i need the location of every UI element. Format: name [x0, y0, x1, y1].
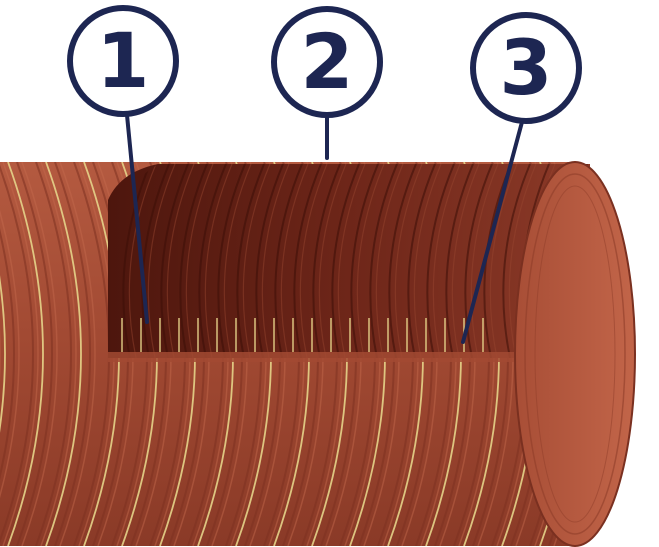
inner-rib [388, 164, 417, 358]
wire-strand [7, 162, 44, 546]
cut-edge-wire-ends [121, 318, 484, 352]
inner-rib [160, 164, 189, 358]
inner-rib-highlight [147, 164, 176, 358]
inner-rib [274, 164, 303, 358]
callout-3: 3 [461, 12, 582, 344]
inner-rib-highlight [204, 164, 233, 358]
inner-rib-highlight [337, 164, 366, 358]
outer-rib [35, 162, 72, 546]
inner-rib [293, 164, 322, 358]
callout-label-2: 2 [301, 17, 354, 106]
inner-rib-highlight [394, 164, 423, 358]
inner-rib [179, 164, 208, 358]
outer-rib [16, 162, 53, 546]
inner-rib [255, 164, 284, 358]
inner-rib-highlight [432, 164, 461, 358]
inner-rib-highlight [280, 164, 309, 358]
outer-rib-highlight [59, 162, 96, 546]
inner-rib [312, 164, 341, 358]
inner-rib [122, 164, 151, 358]
inner-rib-highlight [508, 164, 537, 358]
cutaway-window [108, 164, 590, 362]
inner-rib [141, 164, 170, 358]
inner-rib-highlight [185, 164, 214, 358]
wire-strand [0, 162, 6, 546]
inner-rib [350, 164, 379, 358]
outer-rib-highlight [40, 162, 77, 546]
inner-rib [198, 164, 227, 358]
inner-rib [426, 164, 455, 358]
inner-rib-highlight [223, 164, 252, 358]
inner-rib-highlight [261, 164, 290, 358]
inner-rib [331, 164, 360, 358]
callout-label-1: 1 [97, 16, 150, 105]
outer-rib [0, 162, 34, 546]
outer-rib-highlight [0, 162, 20, 546]
inner-rib-highlight [375, 164, 404, 358]
hose-open-end [514, 161, 636, 547]
inner-rib-highlight [242, 164, 271, 358]
wire-strand [45, 162, 82, 546]
callout-1: 1 [67, 5, 179, 324]
inner-rib-highlight [451, 164, 480, 358]
inner-rib [445, 164, 474, 358]
outer-rib-highlight [2, 162, 39, 546]
inner-rib [407, 164, 436, 358]
inner-rib-highlight [356, 164, 385, 358]
inner-rib [502, 164, 531, 358]
inner-rib-highlight [470, 164, 499, 358]
callouts: 1 2 3 [67, 5, 582, 344]
callout-label-3: 3 [500, 23, 553, 112]
outer-rib [0, 162, 15, 546]
inner-rib [369, 164, 398, 358]
inner-rib [217, 164, 246, 358]
inner-rib-highlight [318, 164, 347, 358]
outer-rib-highlight [21, 162, 58, 546]
inner-rib-highlight [166, 164, 195, 358]
inner-rib [464, 164, 493, 358]
inner-rib [236, 164, 265, 358]
callout-2: 2 [271, 6, 383, 160]
inner-rib-highlight [413, 164, 442, 358]
outer-rib [54, 162, 91, 546]
inner-rib-highlight [489, 164, 518, 358]
inner-rib-highlight [128, 164, 157, 358]
inner-rib-highlight [299, 164, 328, 358]
